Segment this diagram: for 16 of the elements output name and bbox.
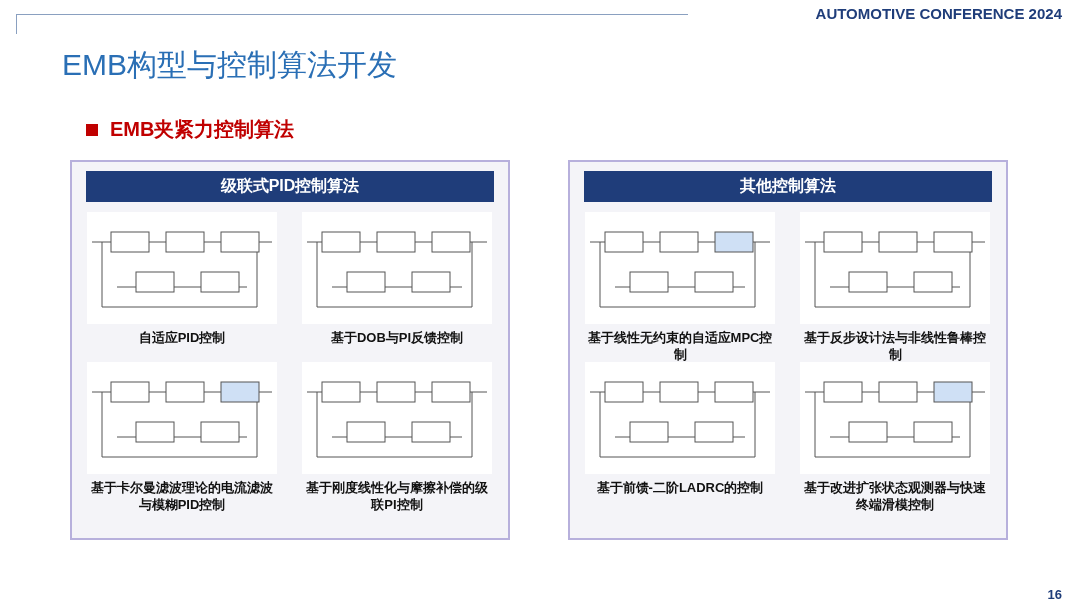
node-label: 基于改进扩张状态观测器与快速终端滑模控制 xyxy=(803,480,987,514)
panel xyxy=(70,160,510,540)
section-heading: EMB夹紧力控制算法 xyxy=(110,117,295,142)
node-label: 自适应PID控制 xyxy=(137,330,227,347)
node-label: 基于卡尔曼滤波理论的电流滤波与模糊PID控制 xyxy=(90,480,274,514)
node-label: 基于前馈-二阶LADRC的控制 xyxy=(595,480,765,497)
panel xyxy=(568,160,1008,540)
panel-header: 级联式PID控制算法 xyxy=(86,171,494,202)
node-label: 基于线性无约束的自适应MPC控制 xyxy=(587,330,773,364)
conference-name: AUTOMOTIVE CONFERENCE 2024 xyxy=(815,5,1062,22)
node-label: 基于DOB与PI反馈控制 xyxy=(329,330,465,347)
node-label: 基于刚度线性化与摩擦补偿的级联PI控制 xyxy=(305,480,489,514)
slide-title: EMB构型与控制算法开发 xyxy=(62,47,397,83)
node-label: 基于反步设计法与非线性鲁棒控制 xyxy=(803,330,987,364)
page-number: 16 xyxy=(1047,587,1062,602)
panel-header: 其他控制算法 xyxy=(584,171,992,202)
